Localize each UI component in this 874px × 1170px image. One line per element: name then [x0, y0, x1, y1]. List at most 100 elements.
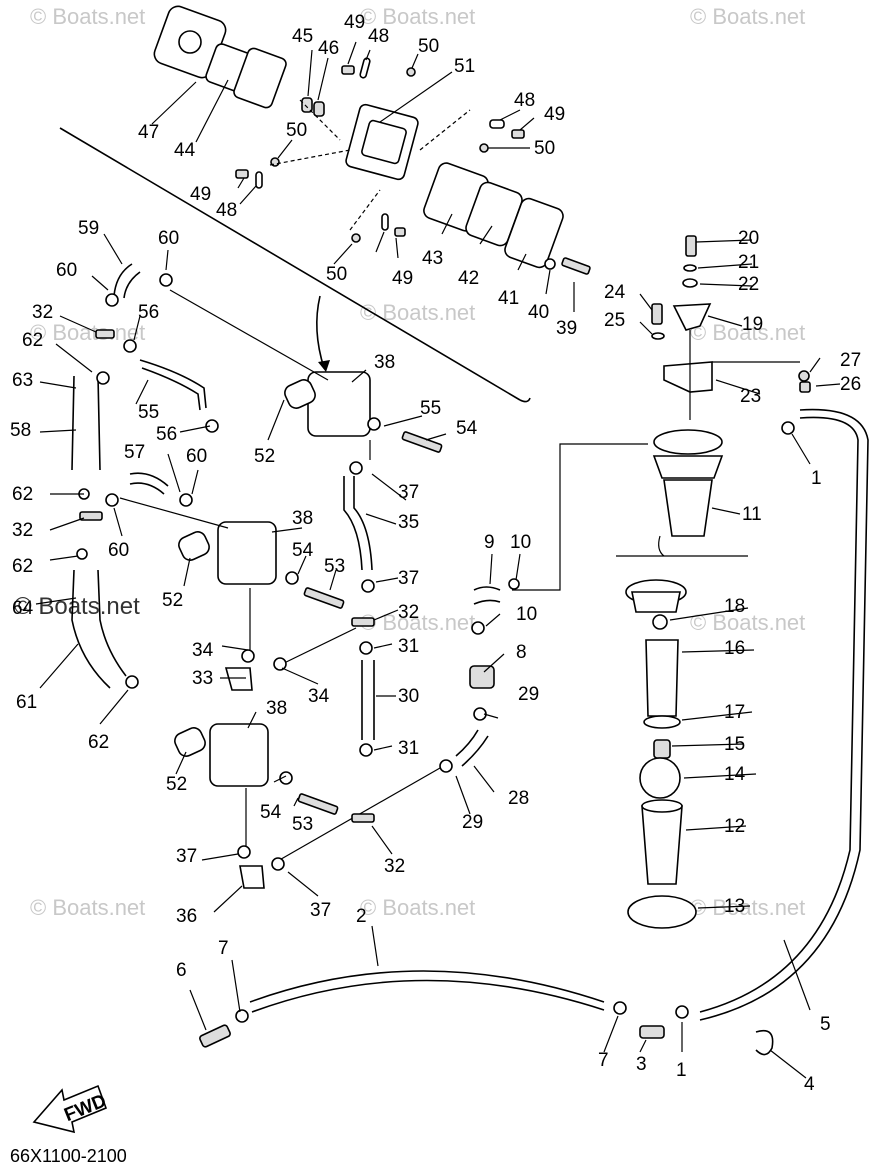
- callout-50: 50: [326, 264, 347, 285]
- callout-49: 49: [544, 104, 565, 125]
- callout-56: 56: [138, 302, 159, 323]
- callout-25: 25: [604, 310, 625, 331]
- clip-56a: [123, 339, 137, 353]
- clip-56b: [205, 419, 219, 433]
- callout-40: 40: [528, 302, 549, 323]
- link-line-34: [277, 627, 357, 667]
- clip-34b: [273, 657, 287, 671]
- watermark: © Boats.net: [360, 4, 475, 29]
- washer-55: [367, 417, 381, 431]
- clip-60b: [105, 293, 119, 307]
- tee-32a: [95, 329, 115, 339]
- callout-24: 24: [604, 282, 626, 303]
- hose-9: [473, 586, 501, 605]
- section-divider-line: [59, 127, 521, 401]
- callout-55: 55: [138, 402, 159, 423]
- clip-31b: [359, 743, 373, 757]
- callout-46: 46: [318, 38, 339, 59]
- callout-9: 9: [484, 532, 495, 553]
- assembly-arrow-head: [318, 360, 330, 372]
- clip-62a: [96, 371, 110, 385]
- callout-29: 29: [462, 812, 483, 833]
- forward-direction-arrow: FWD: [32, 1084, 109, 1134]
- callout-32: 32: [398, 602, 419, 623]
- plate-44: [233, 47, 287, 109]
- clip-48c: [255, 171, 263, 189]
- callout-48: 48: [368, 26, 389, 47]
- clip-29b: [439, 759, 453, 773]
- callout-29: 29: [518, 684, 539, 705]
- callout-55: 55: [420, 398, 441, 419]
- callout-35: 35: [398, 512, 419, 533]
- callout-49: 49: [344, 12, 365, 33]
- watermark: © Boats.net: [690, 320, 805, 345]
- callout-14: 14: [724, 764, 746, 785]
- callout-10: 10: [516, 604, 537, 625]
- gasket-47-hole: [178, 30, 202, 54]
- elbow-36: [239, 865, 265, 889]
- part-45: [301, 97, 313, 113]
- clip-37c: [237, 845, 251, 859]
- watermark: © Boats.net: [30, 4, 145, 29]
- bracket-19: [672, 303, 712, 331]
- callout-47: 47: [138, 122, 159, 143]
- callout-59: 59: [78, 218, 99, 239]
- callout-37: 37: [176, 846, 197, 867]
- clip-60c: [179, 493, 193, 507]
- callout-37: 37: [310, 900, 331, 921]
- callout-54: 54: [456, 418, 478, 439]
- clip-7a: [235, 1009, 249, 1023]
- callout-51: 51: [454, 56, 475, 77]
- washer-21: [683, 264, 697, 272]
- clip-48b: [489, 119, 505, 129]
- callout-labels: 1 1 2 3 4 5 6 7 7 8 9 10 10 11 12 13 14 …: [10, 12, 861, 1095]
- return-line: [512, 443, 648, 591]
- callout-60: 60: [108, 540, 129, 561]
- callout-33: 33: [192, 668, 213, 689]
- callout-22: 22: [738, 274, 759, 295]
- callout-21: 21: [738, 252, 759, 273]
- watermark: © Boats.net: [30, 895, 145, 920]
- callout-30: 30: [398, 686, 419, 707]
- callout-3: 3: [636, 1054, 647, 1075]
- callout-34: 34: [192, 640, 214, 661]
- fuel-pumps: [174, 371, 443, 815]
- bolt-24: [651, 303, 663, 325]
- tee-32d: [351, 813, 375, 823]
- watermark: © Boats.net: [14, 593, 140, 620]
- callout-49: 49: [392, 268, 413, 289]
- clip-37b: [361, 579, 375, 593]
- callout-18: 18: [724, 596, 745, 617]
- fuel-hoses: [71, 263, 869, 1021]
- clip-1b: [675, 1005, 689, 1019]
- washer-22: [682, 278, 698, 288]
- clip-62c: [76, 548, 88, 560]
- watermark: © Boats.net: [690, 4, 805, 29]
- fwd-arrow-shape: [32, 1084, 108, 1134]
- link-line-60: [169, 289, 329, 381]
- hose-2: [249, 970, 605, 1013]
- fittings: [76, 273, 795, 1056]
- callout-20: 20: [738, 228, 759, 249]
- hose-58-63: [71, 375, 101, 471]
- washer-40: [544, 258, 556, 270]
- callout-50: 50: [534, 138, 555, 159]
- exploded-guide-lines: [269, 99, 471, 231]
- callout-63: 63: [12, 370, 33, 391]
- callout-57: 57: [124, 442, 145, 463]
- callout-44: 44: [174, 140, 196, 161]
- hose-55: [139, 359, 207, 411]
- clip-62d: [125, 675, 139, 689]
- clip-10a: [471, 621, 485, 635]
- hose-30: [361, 660, 375, 740]
- callout-38: 38: [292, 508, 313, 529]
- callout-26: 26: [840, 374, 861, 395]
- oring-18: [652, 614, 668, 630]
- spring-46: [313, 101, 325, 117]
- callout-60: 60: [158, 228, 179, 249]
- filter-guide-lines: [689, 330, 800, 420]
- callout-36: 36: [176, 906, 197, 927]
- callout-48: 48: [216, 200, 237, 221]
- callout-7: 7: [218, 938, 229, 959]
- callout-52: 52: [162, 590, 183, 611]
